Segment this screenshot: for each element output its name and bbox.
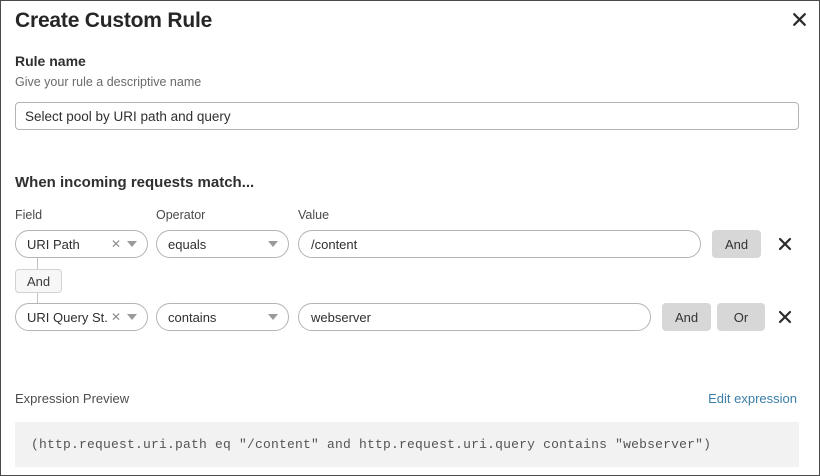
rule-name-input[interactable] <box>15 102 799 130</box>
connector-and-chip[interactable]: And <box>15 269 63 293</box>
chevron-down-icon[interactable] <box>123 314 141 320</box>
close-icon[interactable] <box>788 8 810 30</box>
delete-condition-button-1[interactable] <box>773 232 797 256</box>
connector-line-bottom <box>37 293 38 304</box>
column-header-operator: Operator <box>156 208 206 222</box>
column-header-field: Field <box>15 208 43 222</box>
expression-preview-box: (http.request.uri.path eq "/content" and… <box>15 422 799 467</box>
edit-expression-link[interactable]: Edit expression <box>708 391 797 406</box>
and-button-1[interactable]: And <box>712 230 762 258</box>
chevron-down-icon[interactable] <box>123 241 141 247</box>
expression-preview-label: Expression Preview <box>15 391 130 406</box>
condition-row: URI Query St... ✕ contains And Or <box>1 303 820 333</box>
field-select-1-value: URI Path <box>27 236 80 252</box>
delete-condition-button-2[interactable] <box>773 305 797 329</box>
chevron-down-icon[interactable] <box>264 314 282 320</box>
close-small-icon[interactable]: ✕ <box>110 237 122 251</box>
operator-select-2[interactable]: contains <box>156 303 289 331</box>
operator-select-2-value: contains <box>168 309 217 325</box>
column-header-value: Value <box>298 208 330 222</box>
field-select-2-value: URI Query St... <box>27 309 109 325</box>
expression-preview-text: (http.request.uri.path eq "/content" and… <box>31 437 712 452</box>
match-section-heading: When incoming requests match... <box>15 174 255 191</box>
rule-name-help-text: Give your rule a descriptive name <box>15 75 202 89</box>
chevron-down-icon[interactable] <box>264 241 282 247</box>
condition-row: URI Path ✕ equals And <box>1 230 820 260</box>
operator-select-1[interactable]: equals <box>156 230 289 258</box>
connector-line-top <box>37 258 38 270</box>
value-input-2[interactable] <box>298 303 651 331</box>
page-title: Create Custom Rule <box>15 9 213 32</box>
operator-select-1-value: equals <box>168 236 207 252</box>
value-input-1[interactable] <box>298 230 701 258</box>
field-select-2[interactable]: URI Query St... ✕ <box>15 303 148 331</box>
or-button-2[interactable]: Or <box>717 303 765 331</box>
close-small-icon[interactable]: ✕ <box>110 310 122 324</box>
rule-name-label: Rule name <box>15 53 86 69</box>
and-button-2[interactable]: And <box>662 303 712 331</box>
field-select-1[interactable]: URI Path ✕ <box>15 230 148 258</box>
logic-connector: And <box>1 256 201 306</box>
